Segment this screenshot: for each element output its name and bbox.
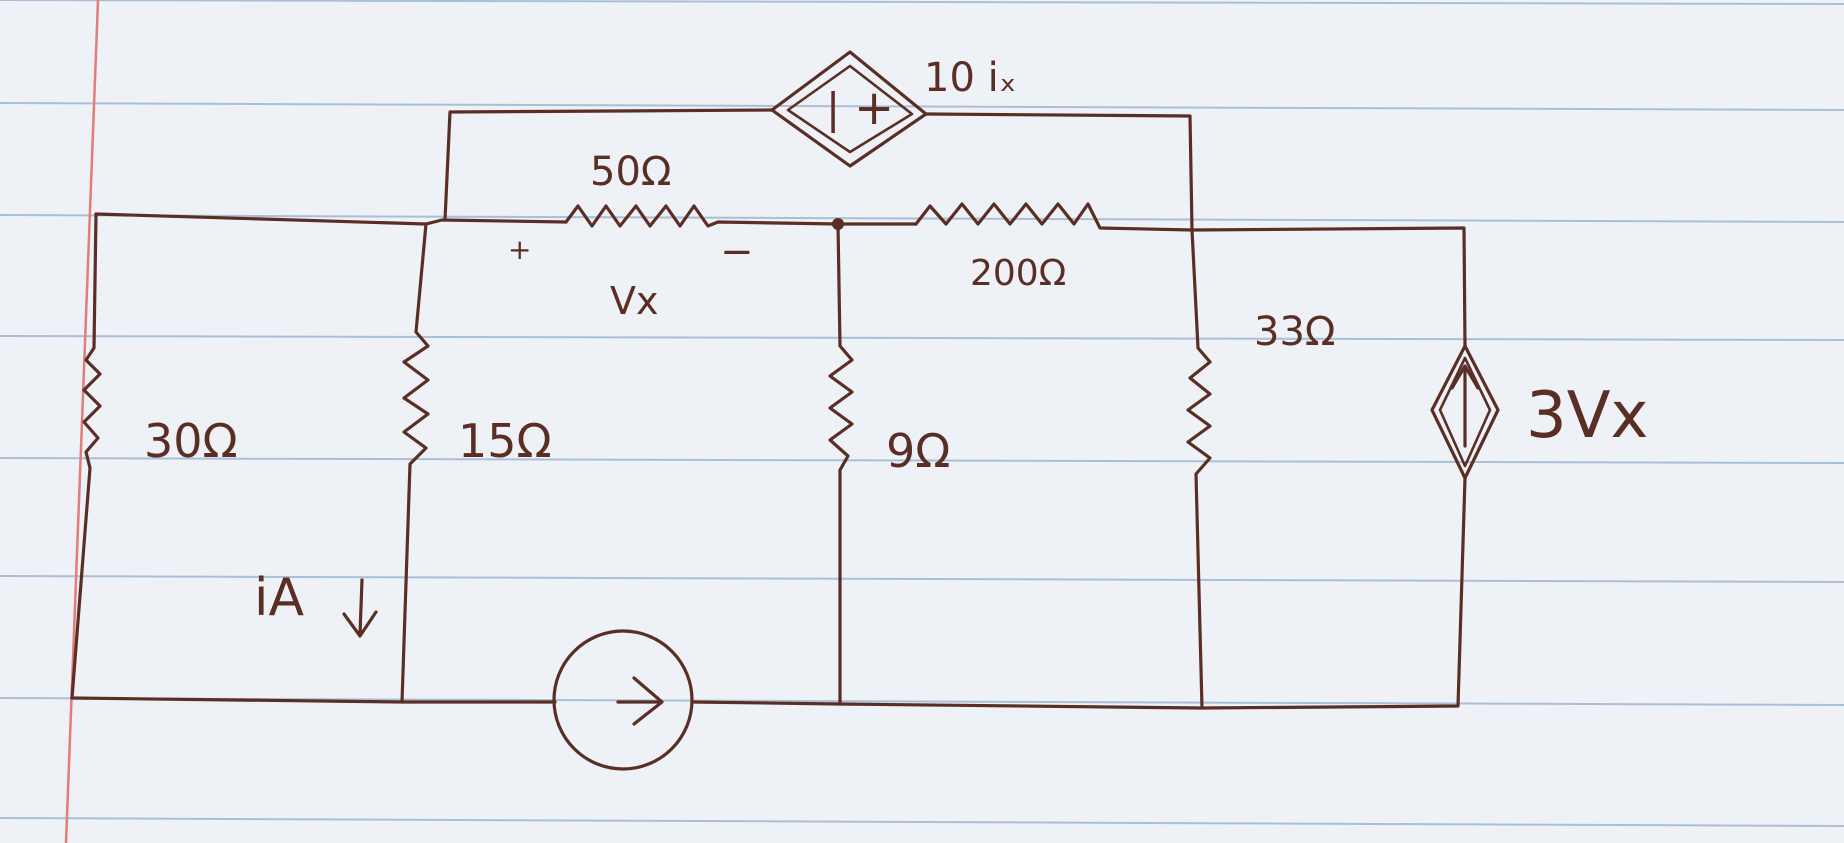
wire-30-to-15-top <box>94 212 428 226</box>
resistor-9 <box>828 222 854 706</box>
label-vx-plus: + <box>508 233 532 266</box>
label-vcvs-gain: 10 iₓ <box>924 55 1017 101</box>
label-vcvs-minus: | <box>826 84 841 133</box>
wire-to-cccs-top <box>1190 226 1467 348</box>
label-vcvs-plus: + <box>854 80 895 136</box>
resistor-30 <box>70 212 102 700</box>
dependent-current-source <box>1430 344 1500 480</box>
diamond-plus-minus-icon <box>770 50 928 168</box>
label-r50: 50Ω <box>590 149 672 195</box>
label-r15: 15Ω <box>458 414 552 468</box>
label-cccs-gain: 3Vx <box>1526 379 1649 453</box>
source-inner-diamond <box>786 64 914 154</box>
bottom-rail <box>70 696 557 704</box>
bottom-rail-right <box>690 700 1204 710</box>
dependent-voltage-source <box>770 50 928 168</box>
wire-cccs-bottom <box>1200 476 1467 710</box>
right-arrow <box>616 676 664 726</box>
label-vx-minus: − <box>720 229 754 275</box>
up-arrow <box>1450 364 1480 448</box>
margin-line <box>64 0 100 843</box>
label-r30: 30Ω <box>144 414 238 468</box>
label-ia: iA <box>254 568 305 628</box>
down-arrow-icon <box>342 578 378 638</box>
resistor-50 <box>564 204 840 228</box>
independent-current-source <box>552 629 694 771</box>
label-vx: Vx <box>610 279 659 323</box>
top-wire-right <box>924 112 1194 232</box>
label-r33: 33Ω <box>1254 309 1336 355</box>
wire-to-50ohm <box>424 218 568 226</box>
resistor-15 <box>400 222 430 704</box>
top-wire-left <box>443 108 774 222</box>
label-r200: 200Ω <box>970 253 1067 294</box>
label-r9: 9Ω <box>886 424 951 478</box>
resistor-33 <box>1186 228 1212 710</box>
circle-right-arrow-icon <box>552 629 694 771</box>
inner-diamond <box>1438 356 1492 468</box>
resistor-200 <box>914 202 1194 232</box>
